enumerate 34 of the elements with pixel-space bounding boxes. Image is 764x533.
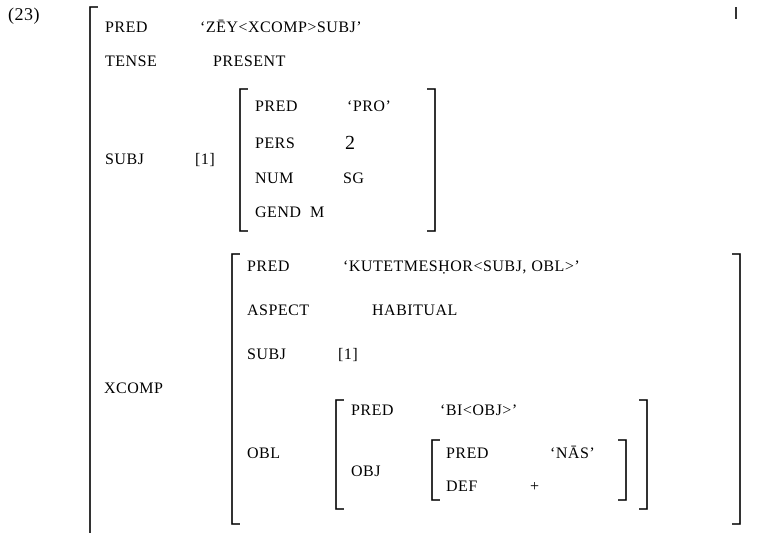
example-number: (23) xyxy=(8,5,40,23)
feature-value: ‘NĀS’ xyxy=(550,445,596,463)
feature-name: SUBJ xyxy=(105,151,144,169)
feature-name: NUM xyxy=(255,170,294,188)
feature-value: M xyxy=(310,204,325,222)
feature-value: PRESENT xyxy=(213,53,286,71)
feature-name: PERS xyxy=(255,135,296,153)
feature-value: ‘ZĒY<XCOMP>SUBJ’ xyxy=(200,19,362,37)
feature-name: OBJ xyxy=(351,463,381,481)
feature-name: PRED xyxy=(446,445,489,463)
feature-name: GEND xyxy=(255,204,302,222)
feature-name: PRED xyxy=(351,402,394,420)
feature-value: + xyxy=(530,478,540,496)
feature-matrix xyxy=(336,400,647,509)
feature-name: PRED xyxy=(255,98,298,116)
feature-value: ‘PRO’ xyxy=(347,98,392,116)
feature-value: [1] xyxy=(338,346,358,364)
feature-name: XCOMP xyxy=(104,380,164,398)
feature-matrix xyxy=(232,254,740,524)
feature-value: HABITUAL xyxy=(372,302,458,320)
feature-name: SUBJ xyxy=(247,346,286,364)
feature-value: 2 xyxy=(345,134,356,152)
feature-name: PRED xyxy=(247,258,290,276)
feature-name: DEF xyxy=(446,478,478,496)
feature-matrix xyxy=(432,440,626,500)
feature-matrix xyxy=(240,89,435,231)
feature-value: SG xyxy=(343,170,364,188)
feature-value: [1] xyxy=(195,151,216,169)
feature-name: TENSE xyxy=(105,53,158,71)
feature-name: ASPECT xyxy=(247,302,310,320)
feature-name: PRED xyxy=(105,19,148,37)
feature-value: ‘KUTETMESḤOR<SUBJ, OBL>’ xyxy=(343,258,580,276)
feature-value: ‘BI<OBJ>’ xyxy=(440,402,518,420)
feature-name: OBL xyxy=(247,445,280,463)
